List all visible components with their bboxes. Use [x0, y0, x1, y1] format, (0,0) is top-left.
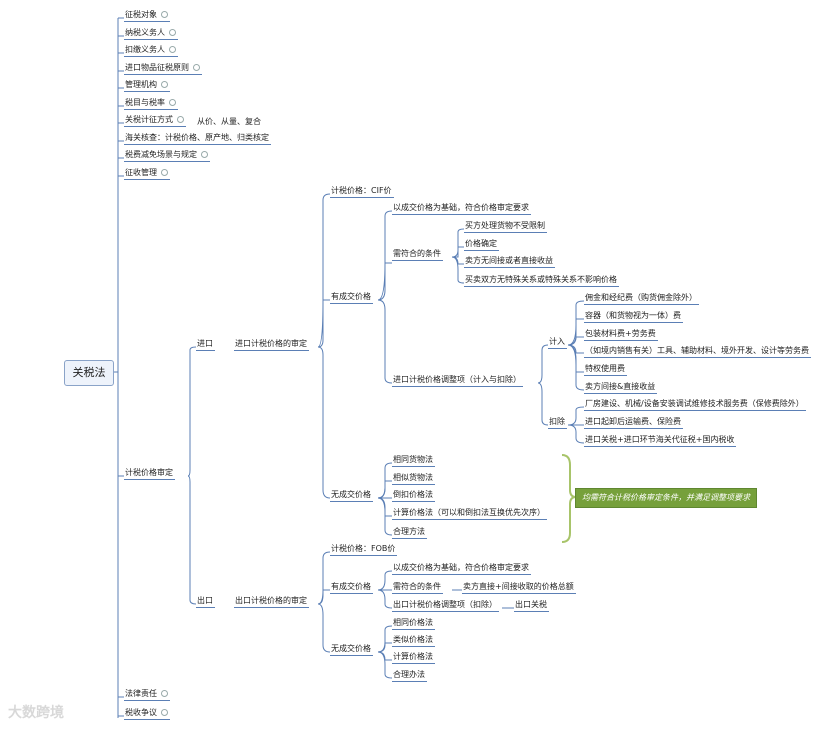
topic-management-agency[interactable]: 管理机构	[124, 80, 170, 92]
import-basis-node[interactable]: 计税价格：CIF价	[330, 186, 394, 198]
exclude-node[interactable]: 扣除	[548, 417, 567, 429]
expand-icon[interactable]	[169, 46, 176, 53]
topic-withholding-agent[interactable]: 扣缴义务人	[124, 45, 178, 57]
topic-tax-object[interactable]: 征税对象	[124, 10, 170, 22]
callout-note[interactable]: 均需符合计税价格审定条件，并满足调整项要求	[575, 488, 757, 508]
topic-taxpayer[interactable]: 纳税义务人	[124, 28, 178, 40]
expand-icon[interactable]	[177, 116, 184, 123]
import-conditions-node[interactable]: 需符合的条件	[392, 249, 443, 261]
export-adjust-node[interactable]: 出口计税价格调整项（扣除）	[392, 600, 499, 612]
topic-legal[interactable]: 法律责任	[124, 689, 170, 701]
topic-label: 征税对象	[125, 10, 157, 19]
expand-icon[interactable]	[161, 11, 168, 18]
topic-label: 税目与税率	[125, 98, 165, 107]
expand-icon[interactable]	[193, 64, 200, 71]
export-adjust-item[interactable]: 出口关税	[514, 600, 549, 612]
import-review-node[interactable]: 进口计税价格的审定	[234, 339, 309, 351]
topic-duty-method[interactable]: 关税计征方式	[124, 115, 186, 127]
topic-collection[interactable]: 征收管理	[124, 168, 170, 180]
topic-label: 进口物品征税原则	[125, 63, 189, 72]
topic-label: 法律责任	[125, 689, 157, 698]
import-adjust-node[interactable]: 进口计税价格调整项（计入与扣除）	[392, 375, 523, 387]
include-item[interactable]: 佣金和经纪费（购货佣金除外）	[584, 293, 699, 305]
import-principle-node[interactable]: 以成交价格为基础，符合价格审定要求	[392, 203, 531, 215]
condition-item[interactable]: 价格确定	[464, 239, 499, 251]
method-item[interactable]: 相似货物法	[392, 473, 435, 485]
exclude-item[interactable]: 进口起卸后运输费、保险费	[584, 417, 683, 429]
export-with-price-node[interactable]: 有成交价格	[330, 582, 373, 594]
export-principle-node[interactable]: 以成交价格为基础，符合价格审定要求	[392, 563, 531, 575]
topic-import-goods-principle[interactable]: 进口物品征税原则	[124, 63, 202, 75]
import-with-price-node[interactable]: 有成交价格	[330, 292, 373, 304]
include-item[interactable]: （如境内销售有关）工具、辅助材料、境外开发、设计等劳务费	[584, 346, 811, 358]
export-method-item[interactable]: 合理办法	[392, 670, 427, 682]
method-item[interactable]: 合理方法	[392, 527, 427, 539]
topic-label: 纳税义务人	[125, 28, 165, 37]
topic-valuation[interactable]: 计税价格审定	[124, 468, 175, 480]
condition-item[interactable]: 卖方无间接或者直接收益	[464, 256, 555, 268]
method-item[interactable]: 倒扣价格法	[392, 490, 435, 502]
condition-item[interactable]: 买卖双方无特殊关系或特殊关系不影响价格	[464, 275, 619, 287]
duty-method-detail[interactable]: 从价、从量、复合	[197, 117, 261, 126]
topic-label: 税费减免场景与规定	[125, 150, 197, 159]
method-item[interactable]: 计算价格法（可以和倒扣法互换优先次序）	[392, 508, 547, 520]
export-method-item[interactable]: 计算价格法	[392, 652, 435, 664]
topic-dispute[interactable]: 税收争议	[124, 708, 170, 720]
exclude-item[interactable]: 进口关税+进口环节海关代征税+国内税收	[584, 435, 737, 447]
import-node[interactable]: 进口	[196, 339, 215, 351]
topic-tariff-rate[interactable]: 税目与税率	[124, 98, 178, 110]
topic-tax-relief[interactable]: 税费减免场景与规定	[124, 150, 210, 162]
export-condition-item[interactable]: 卖方直接+间接收取的价格总额	[462, 582, 576, 594]
export-method-item[interactable]: 类似价格法	[392, 635, 435, 647]
include-item[interactable]: 包装材料费+劳务费	[584, 329, 658, 341]
topic-label: 关税计征方式	[125, 115, 173, 124]
topic-customs-check[interactable]: 海关核查：计税价格、原产地、归类核定	[124, 133, 271, 145]
expand-icon[interactable]	[161, 690, 168, 697]
root-node[interactable]: 关税法	[64, 360, 114, 386]
topic-label: 扣缴义务人	[125, 45, 165, 54]
exclude-item[interactable]: 厂房建设、机械/设备安装调试维修技术服务费（保修费除外）	[584, 399, 806, 411]
include-item[interactable]: 卖方间接&直接收益	[584, 382, 658, 394]
export-method-item[interactable]: 相同价格法	[392, 618, 435, 630]
export-conditions-node[interactable]: 需符合的条件	[392, 582, 443, 594]
export-review-node[interactable]: 出口计税价格的审定	[234, 596, 309, 608]
expand-icon[interactable]	[169, 29, 176, 36]
watermark: 大数跨境	[8, 705, 64, 721]
expand-icon[interactable]	[169, 99, 176, 106]
method-item[interactable]: 相同货物法	[392, 455, 435, 467]
export-basis-node[interactable]: 计税价格：FOB价	[330, 544, 398, 556]
expand-icon[interactable]	[201, 151, 208, 158]
topic-label: 管理机构	[125, 80, 157, 89]
include-item[interactable]: 特权使用费	[584, 364, 627, 376]
topic-label: 征收管理	[125, 168, 157, 177]
export-node[interactable]: 出口	[196, 596, 215, 608]
expand-icon[interactable]	[161, 81, 168, 88]
import-no-price-node[interactable]: 无成交价格	[330, 490, 373, 502]
include-item[interactable]: 容器（和货物视为一体）费	[584, 311, 683, 323]
expand-icon[interactable]	[161, 169, 168, 176]
include-node[interactable]: 计入	[548, 337, 567, 349]
export-no-price-node[interactable]: 无成交价格	[330, 644, 373, 656]
condition-item[interactable]: 买方处理货物不受限制	[464, 221, 547, 233]
topic-label: 税收争议	[125, 708, 157, 717]
expand-icon[interactable]	[161, 709, 168, 716]
